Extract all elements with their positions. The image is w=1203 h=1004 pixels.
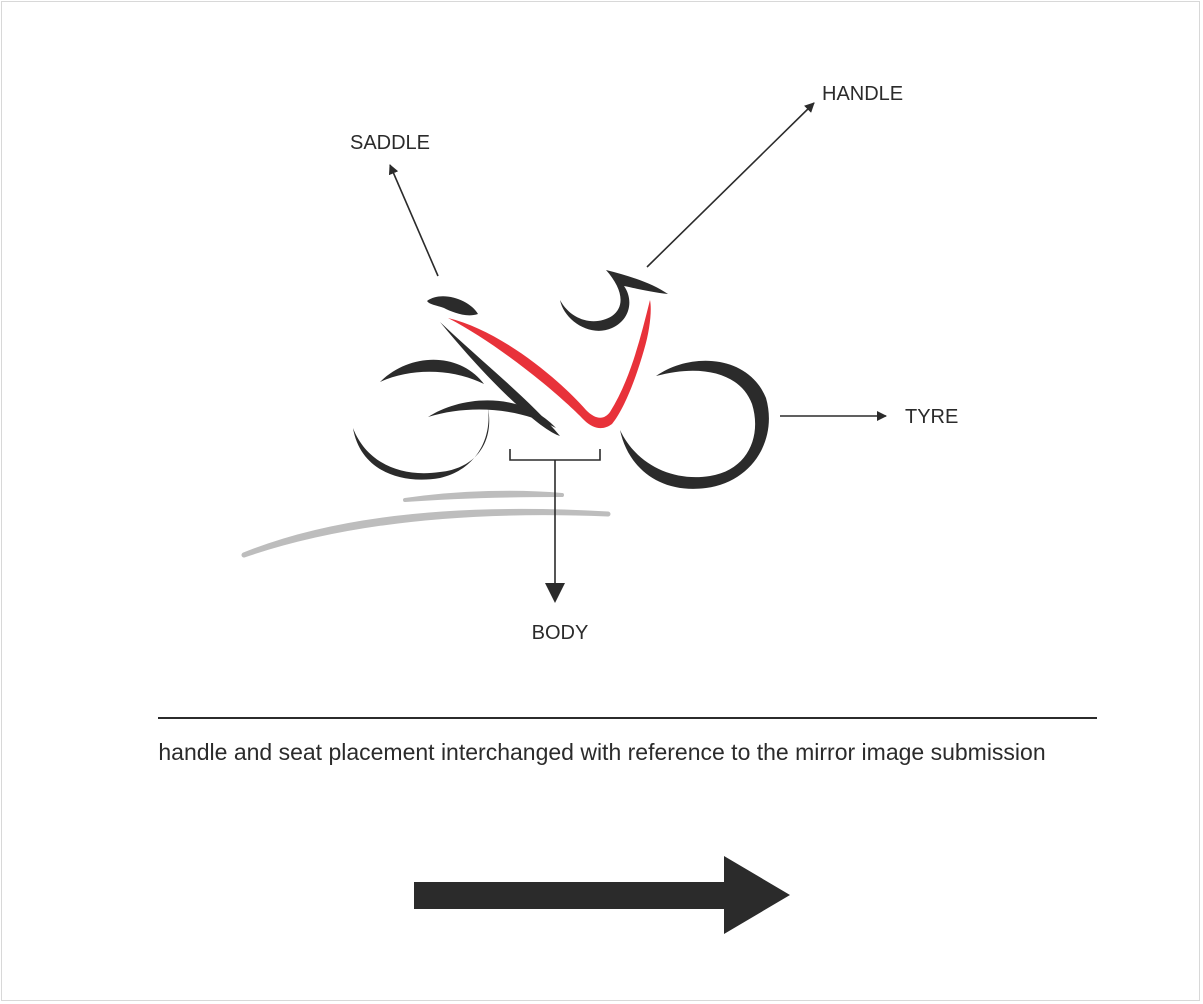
tyre-label: TYRE xyxy=(905,406,958,428)
speed-lines xyxy=(241,490,611,558)
handlebar xyxy=(560,270,668,331)
body-label: BODY xyxy=(532,622,589,644)
saddle-shape xyxy=(427,296,478,316)
saddle-arrow xyxy=(388,164,439,277)
seat-stay xyxy=(440,322,560,436)
saddle-label: SADDLE xyxy=(350,132,430,154)
rear-tyre-upper xyxy=(380,359,484,384)
handle-label: HANDLE xyxy=(822,83,903,105)
bicycle-logo xyxy=(353,270,769,489)
body-bracket xyxy=(509,449,601,461)
handle-arrow xyxy=(646,102,815,268)
right-arrow-icon xyxy=(414,856,790,934)
front-tyre xyxy=(620,360,769,489)
caption: handle and seat placement interchanged w… xyxy=(158,739,1045,765)
rear-tyre xyxy=(353,408,490,480)
